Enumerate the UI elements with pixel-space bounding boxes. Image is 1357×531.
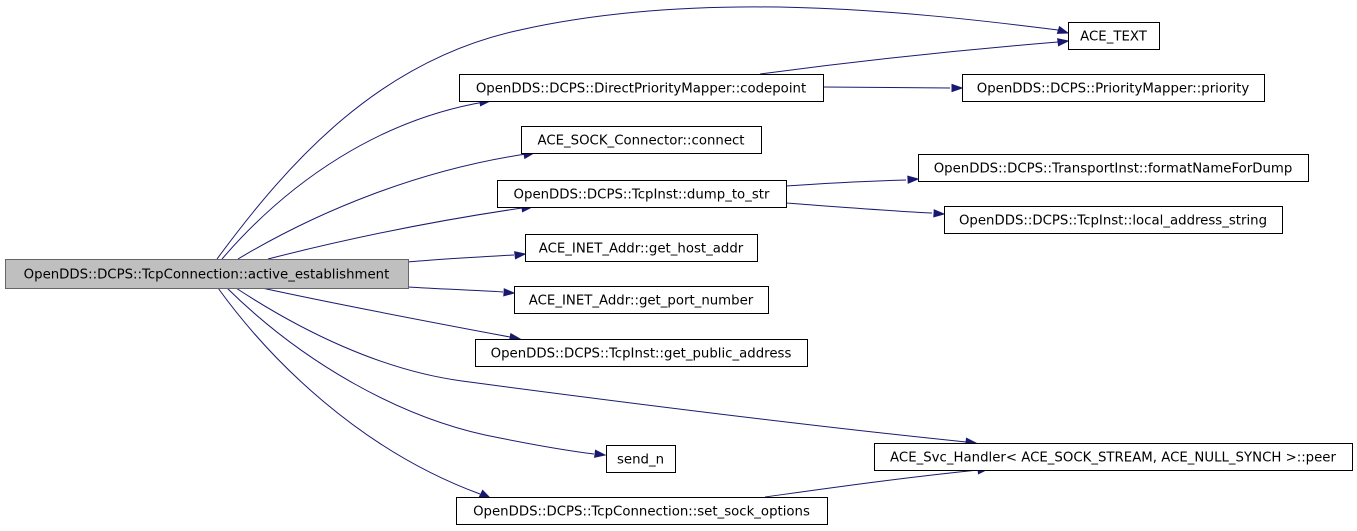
node-box: [5, 259, 409, 289]
node-send-n[interactable]: send_n: [606, 445, 676, 473]
arrowhead-icon: [1056, 25, 1070, 34]
edge-set_sock_options-to-peer: [764, 466, 990, 498]
edge-dump_to_str-to-local_address_string: [785, 202, 946, 218]
edge-codepoint-to-ace_text: [759, 38, 1070, 75]
node-ace-text[interactable]: ACE_TEXT: [1068, 22, 1160, 50]
node-box: [962, 74, 1265, 102]
node-get-host-addr[interactable]: ACE_INET_Addr::get_host_addr: [525, 234, 758, 262]
node-set-sock-options[interactable]: OpenDDS::DCPS::TcpConnection::set_sock_o…: [456, 497, 828, 525]
edges: [216, 6, 1070, 499]
arrowhead-icon: [933, 209, 946, 218]
edge-line: [822, 86, 951, 89]
edge-line: [221, 101, 485, 260]
node-label: ACE_SOCK_Connector::connect: [537, 134, 744, 149]
node-get-port-number[interactable]: ACE_INET_Addr::get_port_number: [514, 286, 769, 314]
node-box: [944, 206, 1283, 234]
edge-root-to-dump_to_str: [267, 204, 534, 260]
node-label: ACE_Svc_Handler< ACE_SOCK_STREAM, ACE_NU…: [890, 451, 1336, 466]
node-codepoint[interactable]: OpenDDS::DCPS::DirectPriorityMapper::cod…: [459, 74, 824, 102]
edge-line: [785, 179, 907, 187]
node-get-public-address[interactable]: OpenDDS::DCPS::TcpInst::get_public_addre…: [475, 339, 808, 367]
node-label: ACE_INET_Addr::get_port_number: [529, 294, 754, 309]
node-box: [918, 154, 1309, 182]
arrowhead-icon: [514, 251, 527, 260]
node-box: [874, 443, 1353, 471]
edge-root-to-get_public_address: [261, 287, 522, 342]
node-box: [514, 286, 769, 314]
edge-root-to-set_sock_options: [217, 287, 492, 499]
edge-line: [407, 286, 504, 293]
edge-line: [226, 287, 595, 455]
edge-codepoint-to-priority: [822, 83, 964, 93]
node-label: OpenDDS::DCPS::TcpInst::local_address_st…: [959, 214, 1267, 229]
node-root[interactable]: OpenDDS::DCPS::TcpConnection::active_est…: [5, 259, 409, 289]
arrowhead-icon: [594, 449, 607, 458]
node-formatNameForDump[interactable]: OpenDDS::DCPS::TransportInst::formatName…: [918, 154, 1309, 182]
node-box: [459, 74, 824, 102]
node-local-address-string[interactable]: OpenDDS::DCPS::TcpInst::local_address_st…: [944, 206, 1283, 234]
node-box: [606, 445, 676, 473]
node-label: OpenDDS::DCPS::TcpInst::dump_to_str: [514, 188, 770, 203]
node-label: ACE_TEXT: [1080, 30, 1148, 45]
edge-line: [237, 153, 527, 260]
edge-line: [261, 287, 511, 338]
arrowhead-icon: [951, 83, 964, 93]
edge-root-to-ace_text: [216, 6, 1070, 260]
node-peer[interactable]: ACE_Svc_Handler< ACE_SOCK_STREAM, ACE_NU…: [874, 443, 1353, 471]
edge-root-to-connect: [237, 150, 536, 260]
edge-line: [407, 254, 515, 263]
node-label: OpenDDS::DCPS::DirectPriorityMapper::cod…: [476, 82, 806, 97]
edge-line: [785, 202, 933, 214]
edge-line: [216, 6, 1059, 260]
arrowhead-icon: [907, 175, 920, 184]
arrowhead-icon: [503, 288, 516, 297]
node-label: OpenDDS::DCPS::TcpConnection::active_est…: [24, 268, 390, 283]
edge-root-to-codepoint: [221, 98, 492, 260]
node-dump-to-str[interactable]: OpenDDS::DCPS::TcpInst::dump_to_str: [497, 180, 787, 208]
node-label: OpenDDS::DCPS::PriorityMapper::priority: [977, 82, 1250, 97]
node-box: [497, 180, 787, 208]
node-box: [456, 497, 828, 525]
node-priority[interactable]: OpenDDS::DCPS::PriorityMapper::priority: [962, 74, 1265, 102]
arrowhead-icon: [478, 489, 492, 499]
edge-line: [267, 207, 523, 260]
node-box: [521, 126, 762, 154]
edge-line: [764, 469, 979, 498]
edge-line: [759, 41, 1059, 75]
arrowhead-icon: [1057, 38, 1070, 47]
edge-line: [217, 287, 481, 495]
node-box: [475, 339, 808, 367]
node-label: send_n: [617, 453, 664, 468]
nodes: OpenDDS::DCPS::TcpConnection::active_est…: [5, 22, 1353, 525]
node-box: [1068, 22, 1160, 50]
node-connect[interactable]: ACE_SOCK_Connector::connect: [521, 126, 762, 154]
node-label: OpenDDS::DCPS::TcpConnection::set_sock_o…: [473, 505, 810, 520]
edge-line: [235, 287, 967, 443]
node-box: [525, 234, 758, 262]
node-label: OpenDDS::DCPS::TcpInst::get_public_addre…: [491, 347, 792, 362]
edge-root-to-send_n: [226, 287, 607, 458]
edge-root-to-get_host_addr: [407, 251, 527, 263]
edge-dump_to_str-to-formatNameForDump: [785, 175, 920, 187]
node-label: ACE_INET_Addr::get_host_addr: [539, 242, 744, 257]
node-label: OpenDDS::DCPS::TransportInst::formatName…: [934, 162, 1293, 177]
edge-root-to-get_port_number: [407, 286, 516, 297]
